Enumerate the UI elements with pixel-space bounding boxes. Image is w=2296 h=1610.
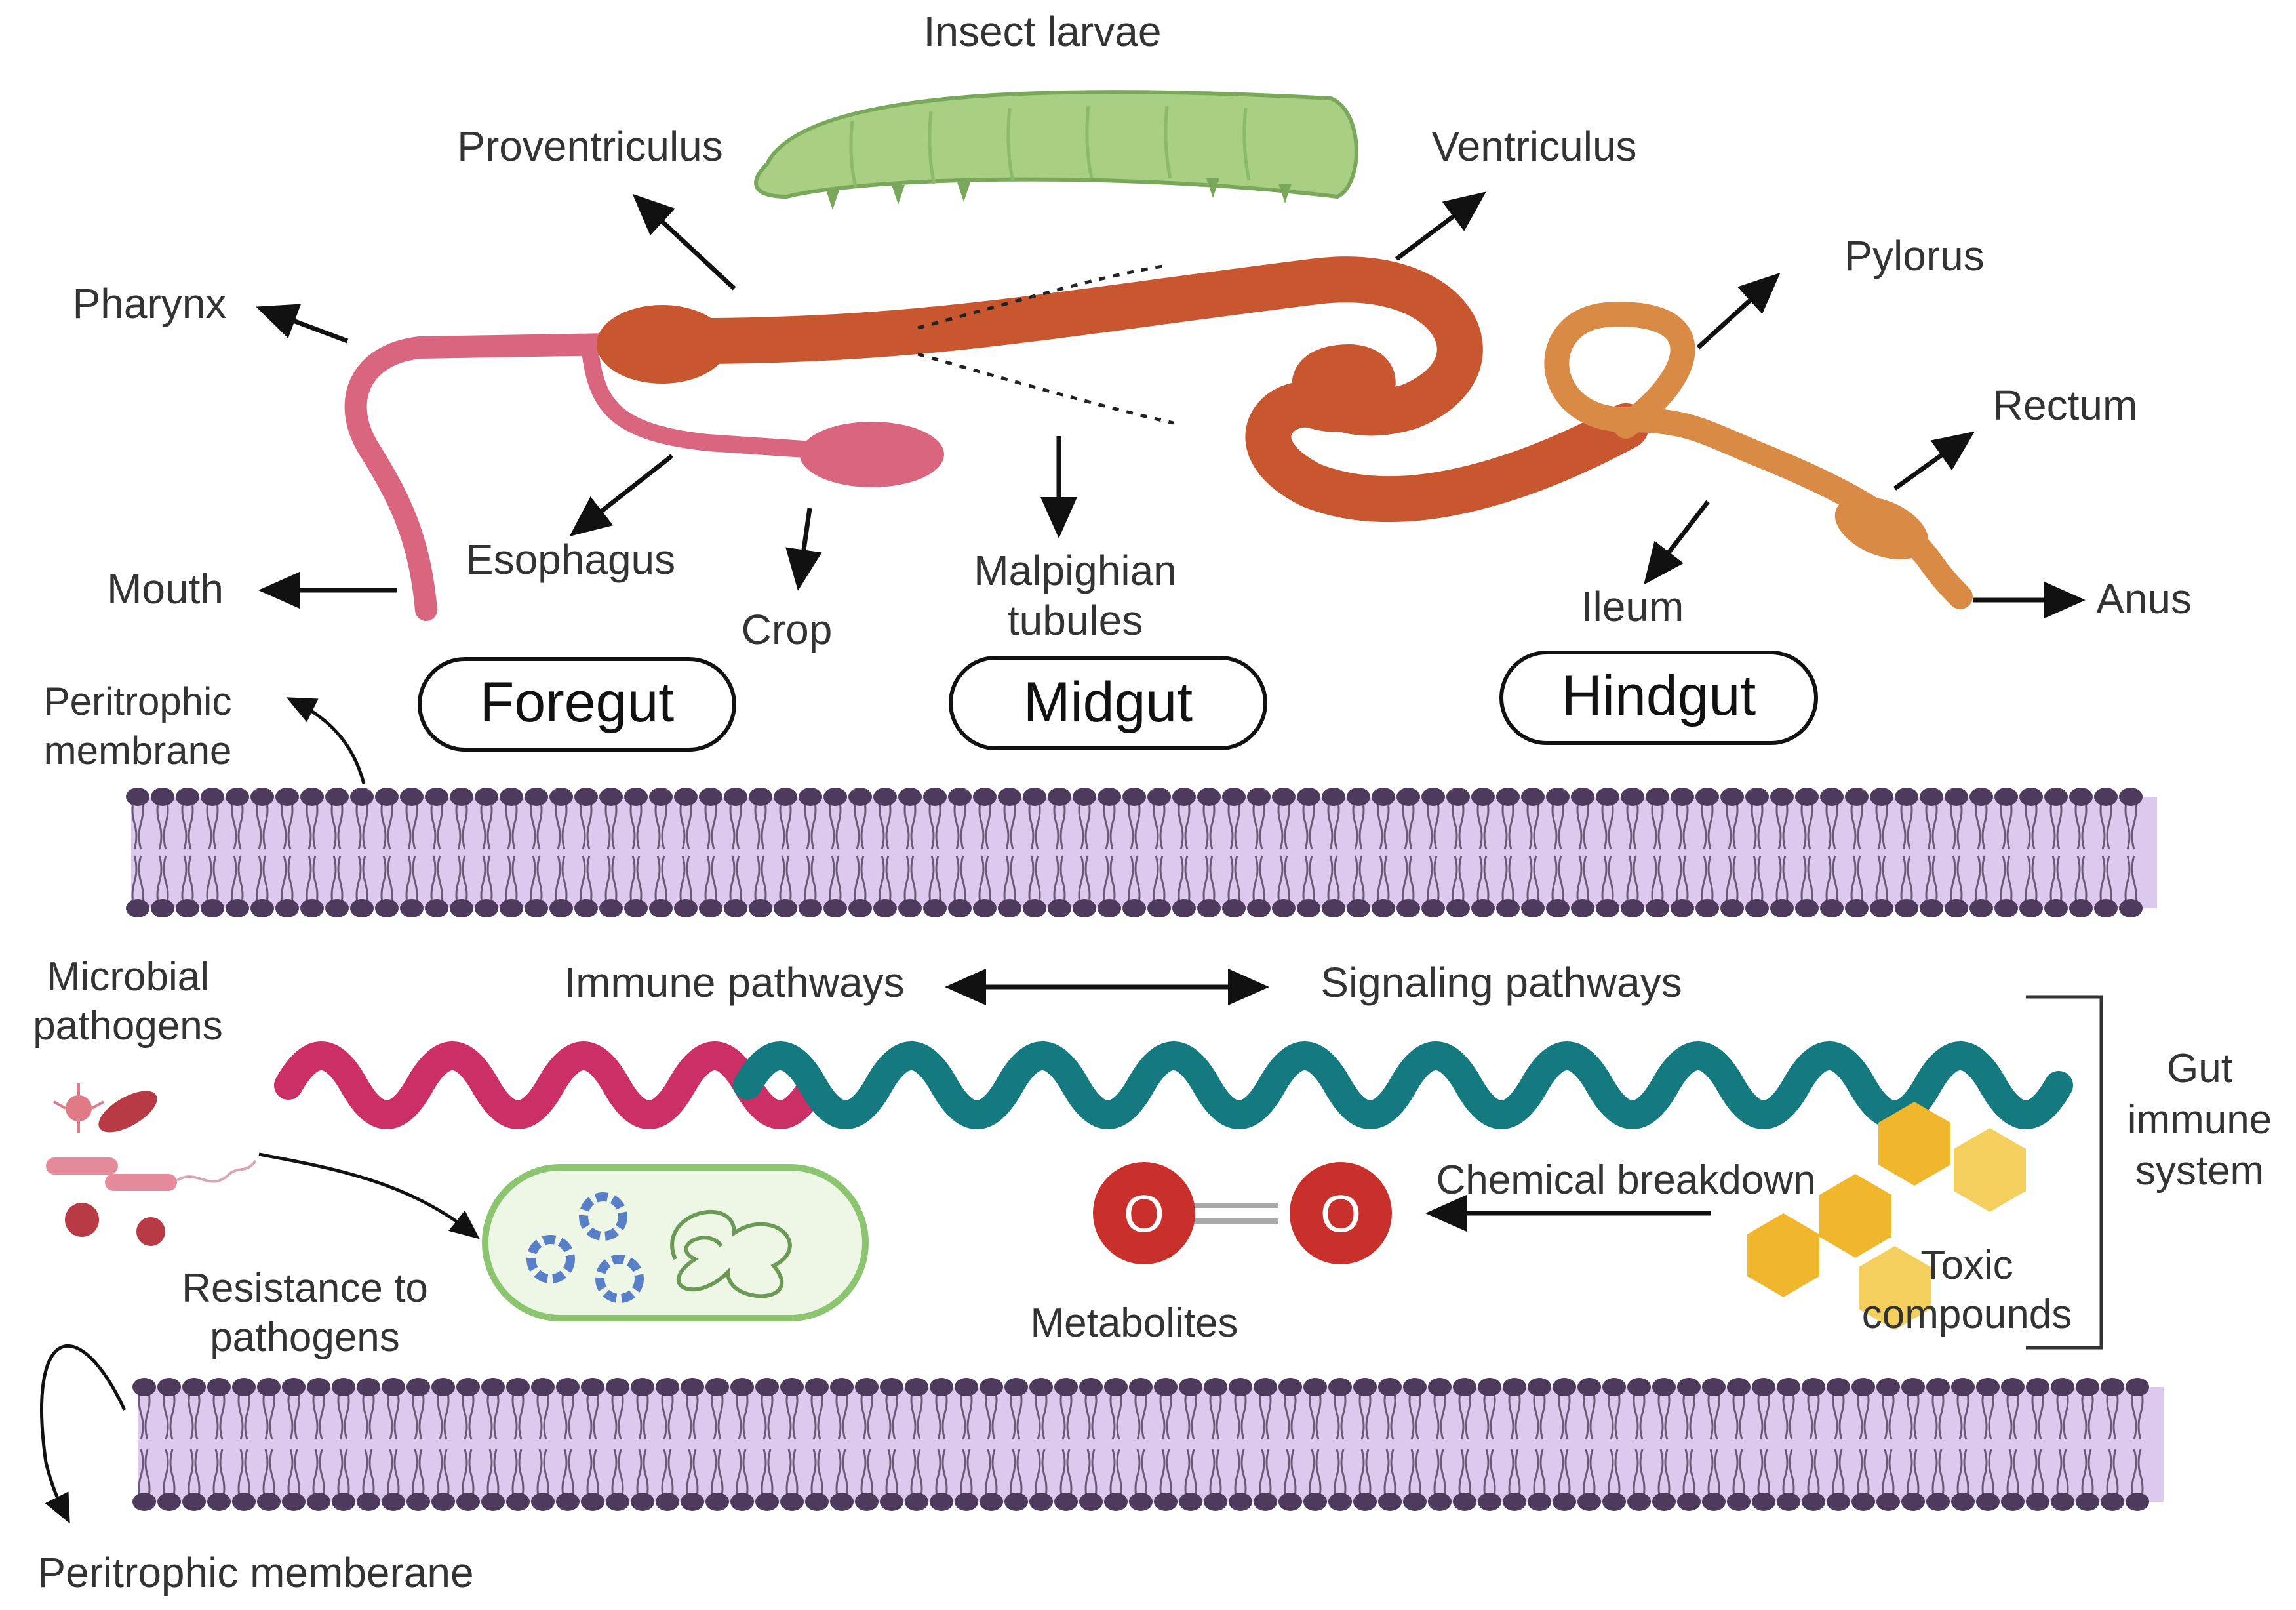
arrow-pylorus — [1696, 272, 1781, 350]
label-chemical-breakdown: Chemical breakdown — [1436, 1157, 1816, 1203]
microbial-pathogens-illustration — [46, 1083, 257, 1246]
label-pylorus: Pylorus — [1844, 232, 1984, 279]
label-gut-immune-line1: Gut — [2167, 1046, 2232, 1091]
peritrophic-membrane-top — [126, 788, 2157, 917]
label-anus: Anus — [2096, 575, 2192, 622]
label-microbial-line1: Microbial — [47, 954, 209, 999]
gut-immune-bracket — [2026, 995, 2103, 1350]
label-resistance-line1: Resistance to — [182, 1266, 428, 1311]
gut-section-boxes: Foregut Midgut Hindgut — [418, 651, 1818, 752]
label-microbial-line2: pathogens — [33, 1003, 223, 1049]
label-esophagus: Esophagus — [465, 536, 675, 583]
label-ventriculus: Ventriculus — [1431, 123, 1636, 170]
peritrophic-membrane-bottom — [132, 1378, 2164, 1511]
anatomy-arrows — [256, 191, 2086, 618]
label-crop: Crop — [742, 606, 833, 653]
label-gut-immune-line3: system — [2135, 1148, 2264, 1194]
label-toxic-line1: Toxic — [1920, 1243, 2013, 1288]
pathway-waves — [274, 1041, 2073, 1129]
atom-left-label: O — [1124, 1184, 1164, 1243]
arrow-ileum — [1644, 500, 1710, 585]
label-mouth: Mouth — [107, 565, 224, 613]
arrow-esophagus — [569, 454, 674, 536]
hindgut-label: Hindgut — [1562, 664, 1756, 727]
arrow-peritrophic-bottom — [40, 1344, 127, 1524]
label-proventriculus: Proventriculus — [457, 123, 723, 170]
label-insect-larvae: Insect larvae — [924, 8, 1162, 55]
insect-larva-illustration — [754, 90, 1358, 210]
midgut-label: Midgut — [1023, 671, 1193, 734]
arrow-ventriculus — [1395, 191, 1486, 261]
midgut-box: Midgut — [949, 656, 1267, 750]
bacterium-illustration — [482, 1164, 869, 1321]
label-peritrophic-top-line2: membrane — [44, 729, 232, 773]
foregut-box: Foregut — [418, 657, 736, 752]
arrow-pharynx — [256, 304, 349, 344]
label-peritrophic-bottom: Peritrophic memberane — [37, 1549, 473, 1596]
label-ileum: Ileum — [1581, 583, 1684, 630]
arrow-pathogens-to-bacterium — [258, 1152, 480, 1239]
label-gut-immune-line2: immune — [2128, 1097, 2272, 1142]
label-peritrophic-top-line1: Peritrophic — [44, 679, 232, 723]
digestive-tract-illustration — [344, 256, 1973, 621]
label-malpighian-line1: Malpighian — [974, 547, 1177, 594]
arrow-proventriculus — [632, 193, 736, 291]
label-malpighian-line2: tubules — [1008, 597, 1143, 644]
foregut-label: Foregut — [480, 671, 674, 734]
arrow-crop — [785, 508, 822, 591]
toxic-compounds-illustration — [1747, 1102, 2026, 1330]
label-pharynx: Pharynx — [73, 280, 227, 327]
label-immune-pathways: Immune pathways — [564, 959, 904, 1006]
atom-right-label: O — [1320, 1184, 1361, 1243]
label-metabolites: Metabolites — [1030, 1300, 1238, 1346]
label-signaling-pathways: Signaling pathways — [1320, 959, 1682, 1006]
label-rectum: Rectum — [1993, 382, 2138, 429]
arrow-peritrophic-top — [286, 697, 366, 784]
metabolite-molecule: O O — [1093, 1162, 1392, 1264]
arrow-rectum — [1893, 431, 1975, 491]
label-resistance-line2: pathogens — [210, 1315, 400, 1360]
label-toxic-line2: compounds — [1862, 1292, 2072, 1337]
anatomy-labels: Insect larvae Proventriculus Ventriculus… — [73, 8, 2192, 653]
hindgut-box: Hindgut — [1499, 651, 1818, 745]
